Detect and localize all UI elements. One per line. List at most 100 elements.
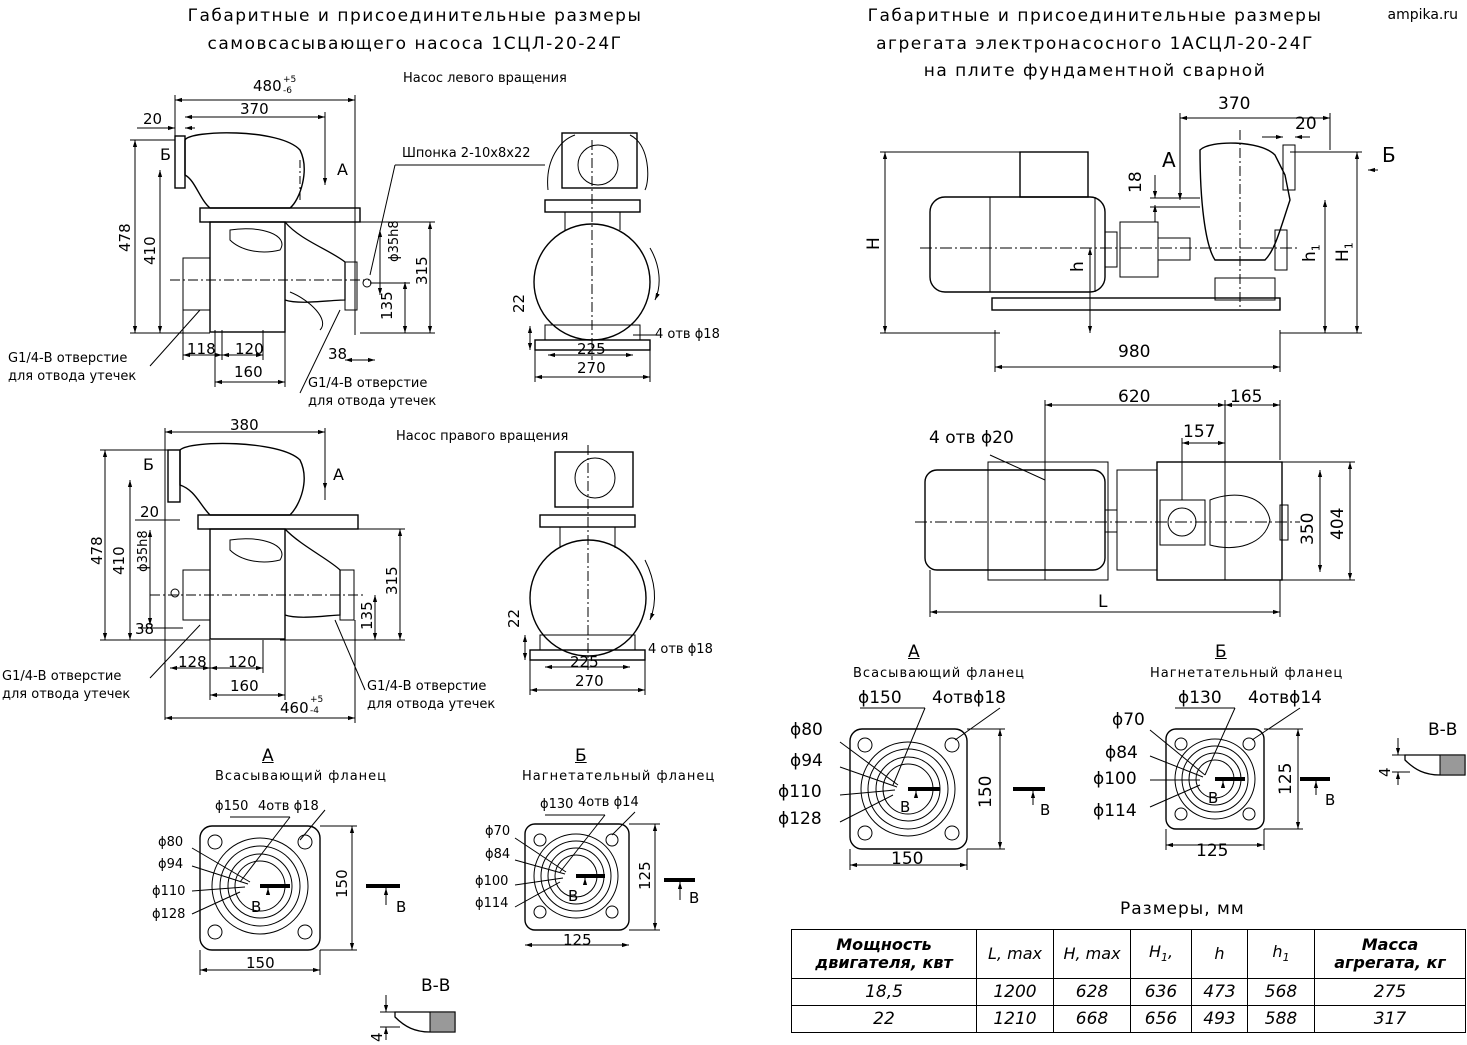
plan-dim-165: 165 bbox=[1230, 387, 1263, 407]
leak-note-b1b: для отвода утечек bbox=[2, 687, 131, 702]
cell: 473 bbox=[1191, 978, 1248, 1006]
flange-b-mark: В bbox=[689, 889, 700, 907]
flange-b-side: 125 bbox=[636, 861, 654, 890]
unit-front-view bbox=[880, 113, 1378, 372]
dim-460-bottom: 460 bbox=[280, 699, 309, 717]
flange-b-d114: ϕ114 bbox=[475, 896, 509, 911]
r-flange-b-dia130: ϕ130 bbox=[1178, 688, 1222, 708]
r-section-vv-label: В-В bbox=[1428, 720, 1458, 740]
r-flange-a-side: 150 bbox=[976, 775, 996, 808]
r-flange-a-dia150: ϕ150 bbox=[858, 688, 902, 708]
flange-b-letter: Б bbox=[575, 746, 587, 766]
r-flange-a-section: В bbox=[900, 798, 911, 816]
leak-note-b1a: G1/4-В отверстие bbox=[2, 669, 122, 684]
header-h1-main: h bbox=[1272, 942, 1283, 962]
plan-dim-L: L bbox=[1098, 592, 1108, 612]
caption-left-rotation: Насос левого вращения bbox=[403, 71, 567, 86]
flange-a-d110: ϕ110 bbox=[152, 884, 186, 899]
unit-label-b: Б bbox=[1382, 143, 1396, 167]
side-dim-270: 270 bbox=[577, 359, 606, 377]
cell: 22 bbox=[791, 1005, 977, 1033]
flange-a-letter: А bbox=[262, 746, 274, 766]
left-flange-a bbox=[191, 809, 400, 975]
flange-a-section: В bbox=[251, 898, 262, 916]
site-watermark: ampika.ru bbox=[1387, 7, 1458, 23]
flange-b-dia130: ϕ130 bbox=[540, 797, 574, 812]
side-b-dim-270: 270 bbox=[575, 672, 604, 690]
left-section-vv bbox=[380, 995, 456, 1040]
leak-note-1a: G1/4-В отверстие bbox=[8, 351, 128, 366]
dim-480: 480 bbox=[253, 77, 282, 95]
cell: 275 bbox=[1314, 978, 1466, 1006]
header-H1: H1, bbox=[1130, 929, 1192, 979]
unit-dim-370: 370 bbox=[1218, 94, 1251, 114]
flange-a-holes: 4отв ϕ18 bbox=[258, 799, 319, 814]
r-flange-b-caption: Нагнетательный фланец bbox=[1150, 666, 1344, 681]
left-pump-front-view bbox=[130, 95, 545, 394]
header-mass-line1: Масса bbox=[1361, 935, 1419, 955]
r-flange-b-side: 125 bbox=[1276, 762, 1296, 795]
flange-b-section: В bbox=[568, 887, 579, 905]
header-H1-main: H bbox=[1148, 942, 1161, 962]
unit-dim-h1-main: h bbox=[1300, 251, 1320, 262]
header-h1-sub: 1 bbox=[1282, 951, 1290, 965]
right-flange-b bbox=[1149, 707, 1330, 850]
table-row: 18,5 1200 628 636 473 568 275 bbox=[791, 978, 1466, 1006]
r-flange-a-caption: Всасывающий фланец bbox=[853, 666, 1026, 681]
r-flange-a-bottom: 150 bbox=[891, 849, 924, 869]
flange-a-d128: ϕ128 bbox=[152, 907, 186, 922]
r-flange-b-holes: 4отвϕ14 bbox=[1248, 688, 1322, 708]
label-b: Б bbox=[160, 145, 171, 164]
dim-38-bottom: 38 bbox=[135, 620, 155, 638]
dim-380: 380 bbox=[230, 416, 259, 434]
flange-b-d70: ϕ70 bbox=[485, 824, 511, 839]
unit-dim-h1: h1 bbox=[1300, 244, 1322, 262]
side-b-dim-225: 225 bbox=[570, 653, 599, 671]
header-H1-tail: , bbox=[1167, 942, 1174, 962]
header-power-line2: двигателя, квт bbox=[815, 953, 953, 972]
dim-460-tol-lower: -4 bbox=[310, 706, 319, 716]
flange-a-caption: Всасывающий фланец bbox=[215, 769, 388, 784]
caption-right-rotation: Насос правого вращения bbox=[396, 429, 569, 444]
header-L: L, max bbox=[976, 929, 1054, 979]
dim-410: 410 bbox=[141, 236, 159, 265]
left-flange-b bbox=[514, 811, 695, 948]
side-dim-225: 225 bbox=[577, 340, 606, 358]
r-flange-a-d80: ϕ80 bbox=[790, 720, 823, 740]
flange-a-mark: В bbox=[396, 898, 407, 916]
side-b-dim-22: 22 bbox=[505, 608, 523, 628]
r-section-vv-dim: 4 bbox=[1376, 767, 1394, 777]
dim-460-tol-upper: +5 bbox=[310, 695, 324, 705]
unit-dim-H1: H1 bbox=[1333, 242, 1355, 262]
right-title-line3: на плите фундаментной сварной bbox=[923, 61, 1267, 81]
dim-315-bottom: 315 bbox=[383, 566, 401, 595]
flange-b-bottom: 125 bbox=[563, 931, 592, 949]
r-flange-b-d114: ϕ114 bbox=[1093, 801, 1137, 821]
r-flange-a-d94: ϕ94 bbox=[790, 751, 823, 771]
r-flange-a-holes: 4отвϕ18 bbox=[932, 688, 1006, 708]
unit-dim-h: h bbox=[1068, 261, 1088, 272]
left-title-line1: Габаритные и присоединительные размеры bbox=[187, 6, 643, 26]
dim-160: 160 bbox=[234, 363, 263, 381]
side-dim-22: 22 bbox=[510, 293, 528, 313]
cell: 1200 bbox=[976, 978, 1054, 1006]
right-flange-a bbox=[839, 707, 1045, 870]
shaft-diameter: ϕ35h8 bbox=[387, 220, 402, 262]
left-title-line2: самовсасывающего насоса 1СЦЛ-20-24Г bbox=[207, 34, 623, 54]
r-flange-b-d70: ϕ70 bbox=[1112, 710, 1145, 730]
label-b-bottom: Б bbox=[143, 455, 154, 474]
unit-dim-18: 18 bbox=[1126, 171, 1146, 193]
leak-note-2a: G1/4-В отверстие bbox=[308, 376, 428, 391]
dim-478-bottom: 478 bbox=[88, 536, 106, 565]
dim-480-tol-lower: -6 bbox=[283, 86, 292, 96]
r-flange-b-section: В bbox=[1208, 789, 1219, 807]
key-note: Шпонка 2-10х8х22 bbox=[402, 146, 531, 161]
dim-118: 118 bbox=[187, 340, 216, 358]
r-flange-a-d110: ϕ110 bbox=[778, 782, 822, 802]
right-section-vv bbox=[1392, 738, 1466, 785]
cell: 317 bbox=[1314, 1005, 1466, 1033]
dim-315: 315 bbox=[413, 256, 431, 285]
